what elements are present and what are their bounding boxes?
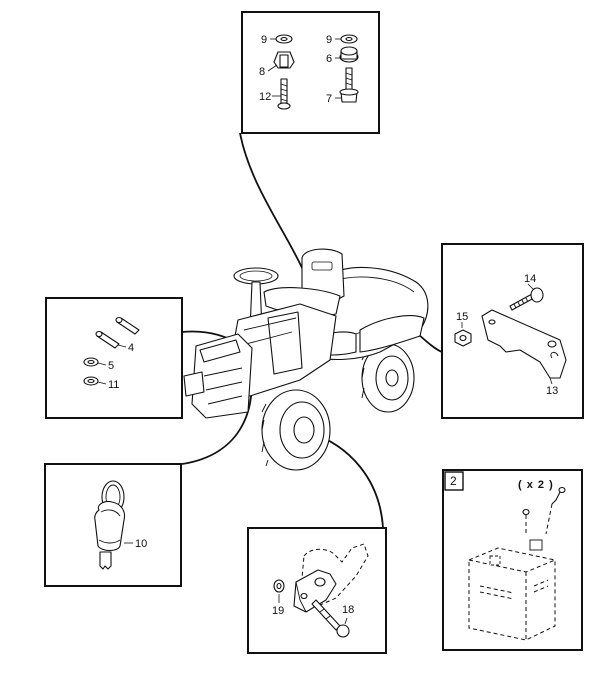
callout-label: 6 bbox=[326, 53, 332, 65]
callout-line-seat-hardware bbox=[239, 132, 305, 273]
panel-seat-hardware: 9 8 12 9 6 7 bbox=[241, 11, 380, 134]
flange-bolt-part bbox=[339, 67, 359, 103]
battery-part bbox=[468, 539, 556, 641]
callout-label: 13 bbox=[546, 385, 558, 397]
panel-ignition-key: 10 bbox=[44, 463, 182, 587]
panel-fender-bracket: 14 15 13 bbox=[441, 243, 584, 419]
quantity-label: ( x 2 ) bbox=[518, 479, 554, 491]
callout-label: 14 bbox=[524, 273, 536, 285]
panel-battery: 2 ( x 2 ) bbox=[442, 469, 583, 651]
panel-frame bbox=[442, 469, 583, 651]
callout-label: 8 bbox=[259, 66, 265, 78]
callout-label: 7 bbox=[326, 93, 332, 105]
washer-part bbox=[83, 376, 99, 386]
callout-label: 10 bbox=[135, 538, 147, 550]
front-grille bbox=[183, 333, 253, 419]
wing-nut-part bbox=[273, 51, 295, 69]
bolt-part bbox=[277, 78, 291, 110]
front-wheel bbox=[261, 389, 331, 471]
washer-part bbox=[340, 34, 358, 44]
nut-part bbox=[339, 46, 359, 63]
panel-frame bbox=[241, 11, 380, 134]
callout-label: 9 bbox=[261, 34, 267, 46]
clevis-pin-part bbox=[311, 599, 350, 638]
panel-frame bbox=[45, 297, 183, 419]
bolt-part bbox=[509, 287, 544, 311]
washer-part bbox=[273, 579, 285, 593]
rear-wheel bbox=[361, 343, 415, 413]
washer-part bbox=[275, 34, 293, 44]
callout-label: 4 bbox=[128, 342, 134, 354]
bracket-part bbox=[481, 309, 567, 379]
callout-label: 19 bbox=[272, 605, 284, 617]
mower-frame bbox=[225, 303, 337, 397]
callout-label: 11 bbox=[108, 379, 119, 391]
hitch-bracket-part bbox=[293, 543, 369, 613]
ignition-key-part bbox=[94, 480, 126, 570]
callout-label: 9 bbox=[326, 34, 332, 46]
panel-steering-pins: 4 5 11 bbox=[45, 297, 183, 419]
callout-label: 5 bbox=[108, 360, 114, 372]
pin-part bbox=[115, 316, 140, 335]
riding-mower-illustration bbox=[183, 248, 429, 471]
step-number-box bbox=[444, 471, 464, 491]
callout-label: 12 bbox=[259, 91, 271, 103]
nut-part bbox=[454, 329, 472, 347]
callout-label: 15 bbox=[456, 311, 468, 323]
pin-part bbox=[95, 330, 120, 349]
terminal-bolt-part bbox=[522, 486, 566, 536]
panel-hitch-bracket: 19 18 bbox=[247, 527, 387, 654]
step-number: 2 bbox=[450, 474, 457, 488]
washer-part bbox=[83, 357, 99, 367]
callout-label: 18 bbox=[342, 604, 354, 616]
